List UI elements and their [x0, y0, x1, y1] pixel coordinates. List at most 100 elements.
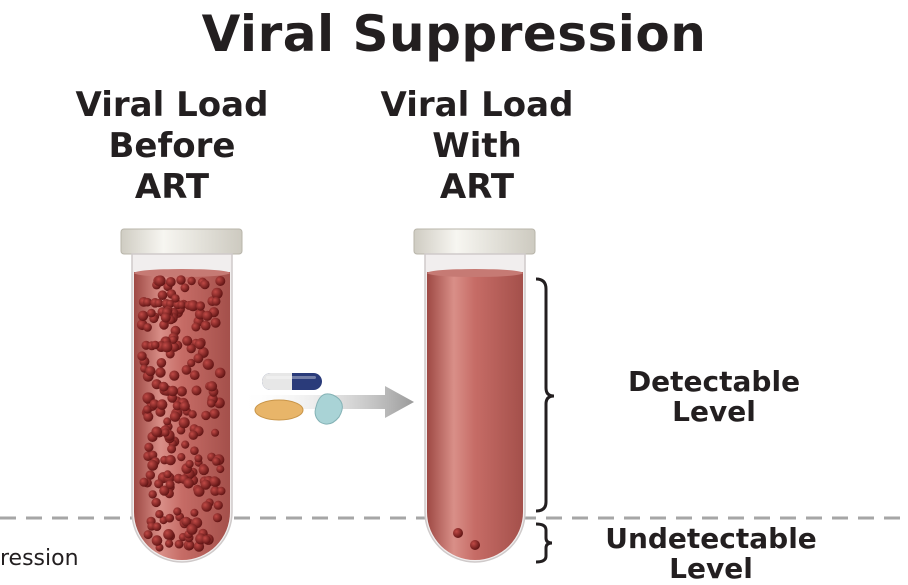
virus-particle — [144, 443, 153, 452]
virus-particle — [165, 514, 174, 523]
virus-particle — [201, 480, 211, 490]
virus-particle — [453, 528, 463, 538]
virus-particle — [187, 524, 198, 535]
virus-particle — [157, 358, 167, 368]
virus-particle — [190, 509, 198, 517]
virus-particle — [151, 427, 162, 438]
virus-particle — [177, 386, 187, 396]
round-tablet-icon — [315, 394, 342, 424]
virus-particle — [178, 301, 186, 309]
virus-particle — [187, 277, 195, 285]
virus-particle — [202, 311, 212, 321]
virus-particle — [155, 275, 166, 286]
virus-particle — [155, 510, 163, 518]
virus-particle — [161, 341, 172, 352]
virus-particle — [167, 386, 178, 397]
virus-particle — [155, 367, 165, 377]
virus-particle — [152, 498, 161, 507]
virus-particle — [171, 294, 179, 302]
virus-particle — [186, 541, 194, 549]
virus-particle — [212, 457, 221, 466]
virus-particle — [166, 277, 176, 287]
virus-particle — [153, 522, 162, 531]
virus-particle — [147, 309, 156, 318]
detectable-bracket — [536, 279, 554, 511]
virus-particle — [138, 311, 148, 321]
virus-particle — [161, 428, 169, 436]
virus-particle — [214, 501, 223, 510]
virus-particle — [147, 460, 158, 471]
virus-particle — [157, 399, 168, 410]
virus-particle — [176, 275, 185, 284]
detectable-level-label: Detectable Level — [594, 367, 834, 427]
virus-particle — [207, 399, 215, 407]
virus-particle — [143, 405, 151, 413]
virus-particle — [166, 480, 175, 489]
virus-particle — [201, 321, 211, 331]
virus-particle — [182, 336, 192, 346]
virus-particle — [177, 453, 185, 461]
virus-particle — [202, 535, 211, 544]
virus-particle — [173, 507, 181, 515]
virus-particle — [167, 445, 176, 454]
virus-particle — [212, 297, 221, 306]
virus-particle — [209, 409, 219, 419]
heading-with-art: Viral Load With ART — [345, 85, 609, 208]
virus-particle — [215, 368, 226, 379]
virus-particle — [203, 359, 214, 370]
virus-particle — [207, 381, 217, 391]
virus-particle — [195, 339, 205, 349]
virus-particle — [213, 513, 222, 522]
virus-particle — [169, 371, 179, 381]
tube-with-blood — [427, 272, 523, 560]
virus-particle — [186, 460, 194, 468]
virus-particle — [151, 341, 159, 349]
virus-particle — [143, 323, 152, 332]
virus-particle — [196, 302, 205, 311]
tube-with-blood-surface — [427, 269, 523, 277]
virus-particle — [180, 401, 190, 411]
virus-particle — [201, 501, 212, 512]
virus-particle — [137, 351, 146, 360]
caption-fragment: ression — [0, 545, 83, 573]
virus-particle — [163, 417, 171, 425]
virus-particle — [161, 313, 171, 323]
virus-particle — [179, 417, 190, 428]
virus-particle — [190, 446, 199, 455]
virus-particle — [165, 455, 175, 465]
capsule-pill-icon — [262, 373, 322, 390]
virus-particle — [191, 323, 200, 332]
virus-particle — [165, 540, 173, 548]
virus-particle — [181, 441, 189, 449]
diagram-title: Viral Suppression — [0, 2, 908, 66]
undetectable-bracket — [536, 524, 552, 562]
tube-before-cap — [121, 229, 242, 254]
virus-particle — [183, 478, 193, 488]
virus-particle — [164, 470, 172, 478]
virus-particle — [199, 465, 209, 475]
virus-particle — [189, 431, 198, 440]
virus-particle — [188, 410, 196, 418]
virus-particle — [211, 429, 219, 437]
tube-with-cap — [414, 229, 535, 254]
virus-particle — [194, 353, 204, 363]
virus-particle — [217, 487, 225, 495]
virus-particle — [181, 283, 190, 292]
virus-particle — [209, 476, 219, 486]
virus-particle — [144, 530, 153, 539]
virus-particle — [158, 290, 168, 300]
virus-particle — [216, 465, 224, 473]
oval-tablet-icon — [255, 400, 303, 420]
heading-before-art: Viral Load Before ART — [40, 85, 304, 208]
virus-particle — [145, 366, 155, 376]
tube-with-art — [414, 229, 535, 562]
virus-particle — [215, 276, 225, 286]
virus-particle — [170, 411, 181, 422]
virus-particle — [149, 490, 157, 498]
virus-particle — [211, 318, 221, 328]
virus-particle — [200, 280, 209, 289]
virus-particle — [470, 540, 480, 550]
virus-particle — [159, 382, 169, 392]
tube-before-art — [121, 229, 242, 562]
virus-particle — [201, 411, 210, 420]
